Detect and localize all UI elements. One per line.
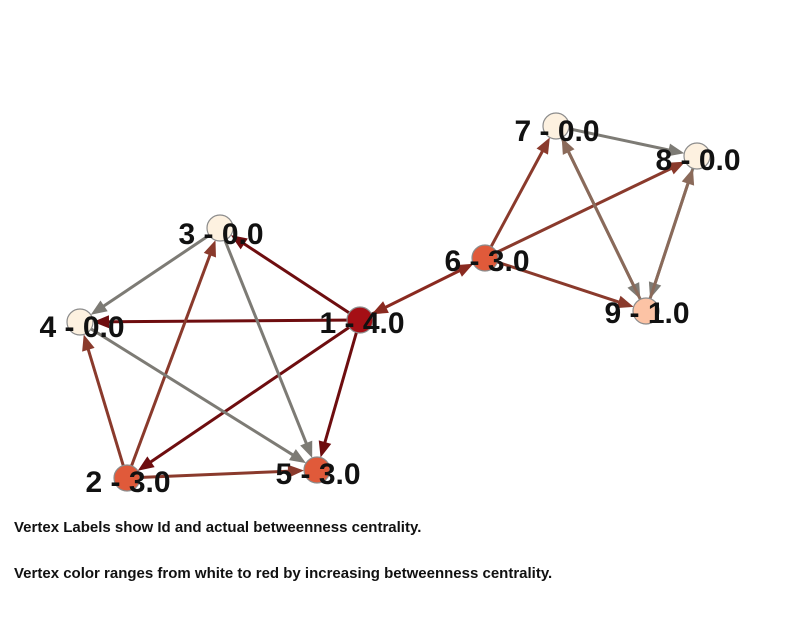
edge-line (79, 320, 299, 460)
node-layer (66, 112, 711, 492)
vertex-8 (683, 142, 711, 170)
edge-arrowhead (318, 440, 332, 458)
vertex-label-9: 9 - 1.0 (604, 297, 689, 330)
edge-line (370, 266, 466, 316)
edge-arrowhead (82, 334, 95, 352)
edge-9-8 (644, 168, 695, 312)
vertex-label-8: 8 - 0.0 (655, 144, 740, 177)
edge-2-3 (125, 240, 216, 479)
edge-line (98, 226, 221, 311)
edge-line (85, 343, 129, 479)
edge-line (644, 177, 692, 312)
vertex-1 (346, 306, 374, 334)
edge-arrowhead (288, 449, 306, 464)
edge-1-3 (230, 235, 361, 322)
edge-arrowhead (561, 137, 575, 155)
edge-arrowhead (230, 235, 248, 250)
edge-arrowhead (456, 263, 474, 277)
edge-arrowhead (203, 240, 216, 258)
edge-arrowhead (90, 300, 108, 315)
edge-6-9 (484, 256, 634, 309)
edge-1-6 (370, 263, 474, 316)
vertex-label-5: 5 - 3.0 (275, 458, 360, 491)
edge-arrowhead (667, 143, 685, 157)
edge-line (484, 256, 625, 306)
vertex-label-6: 6 - 3.0 (444, 245, 529, 278)
vertex-2 (113, 464, 141, 492)
vertex-label-7: 7 - 0.0 (514, 115, 599, 148)
vertex-label-4: 4 - 0.0 (39, 311, 124, 344)
vertex-3 (206, 214, 234, 242)
edge-arrowhead (300, 440, 313, 458)
edge-line (145, 318, 361, 467)
edge-arrowhead (616, 295, 634, 309)
edge-3-5 (218, 227, 313, 458)
vertex-7 (542, 112, 570, 140)
edge-line (125, 249, 214, 479)
edge-line (564, 146, 648, 312)
edge-arrowhead (287, 464, 305, 478)
edge-line (102, 318, 361, 324)
vertex-4 (66, 308, 94, 336)
network-graph: 1 - 4.0 2 - 3.0 3 - 0.0 4 - 0.0 5 - 3.0 6 - 3… (39, 112, 741, 499)
vertex-label-3: 3 - 0.0 (178, 218, 263, 251)
edge-arrowhead (681, 168, 695, 186)
edge-3-4 (90, 226, 221, 315)
vertex-label-1: 1 - 4.0 (319, 307, 404, 340)
edge-4-5 (79, 320, 306, 464)
vertex-9 (632, 297, 660, 325)
edge-arrowhead (137, 456, 155, 471)
edge-1-5 (318, 319, 362, 458)
edge-6-8 (484, 161, 686, 260)
edge-arrowhead (92, 315, 110, 329)
edge-line (238, 239, 361, 322)
edge-2-5 (126, 464, 305, 480)
vertex-label-2: 2 - 3.0 (85, 466, 170, 499)
edge-arrowhead (536, 137, 550, 155)
edge-9-7 (561, 137, 648, 312)
edge-6-7 (483, 137, 550, 259)
edge-line (218, 227, 310, 450)
edge-line (484, 164, 677, 260)
caption-vertex-color: Vertex color ranges from white to red by… (14, 565, 553, 582)
caption-vertex-labels: Vertex Labels show Id and actual between… (14, 519, 422, 536)
vertex-5 (303, 456, 331, 484)
vertex-6 (471, 244, 499, 272)
edge-1-2 (137, 318, 361, 471)
edge-line (126, 469, 295, 480)
label-layer: 1 - 4.0 2 - 3.0 3 - 0.0 4 - 0.0 5 - 3.0 6 - 3… (39, 115, 740, 499)
edge-arrowhead-reverse (371, 301, 389, 315)
edge-7-8 (555, 124, 685, 157)
edge-line (483, 145, 547, 259)
edge-layer (79, 124, 699, 480)
edge-line (555, 124, 675, 153)
edge-1-4 (92, 315, 361, 329)
edge-arrowhead (668, 161, 686, 175)
edge-2-4 (82, 334, 129, 479)
edge-line (321, 319, 362, 449)
